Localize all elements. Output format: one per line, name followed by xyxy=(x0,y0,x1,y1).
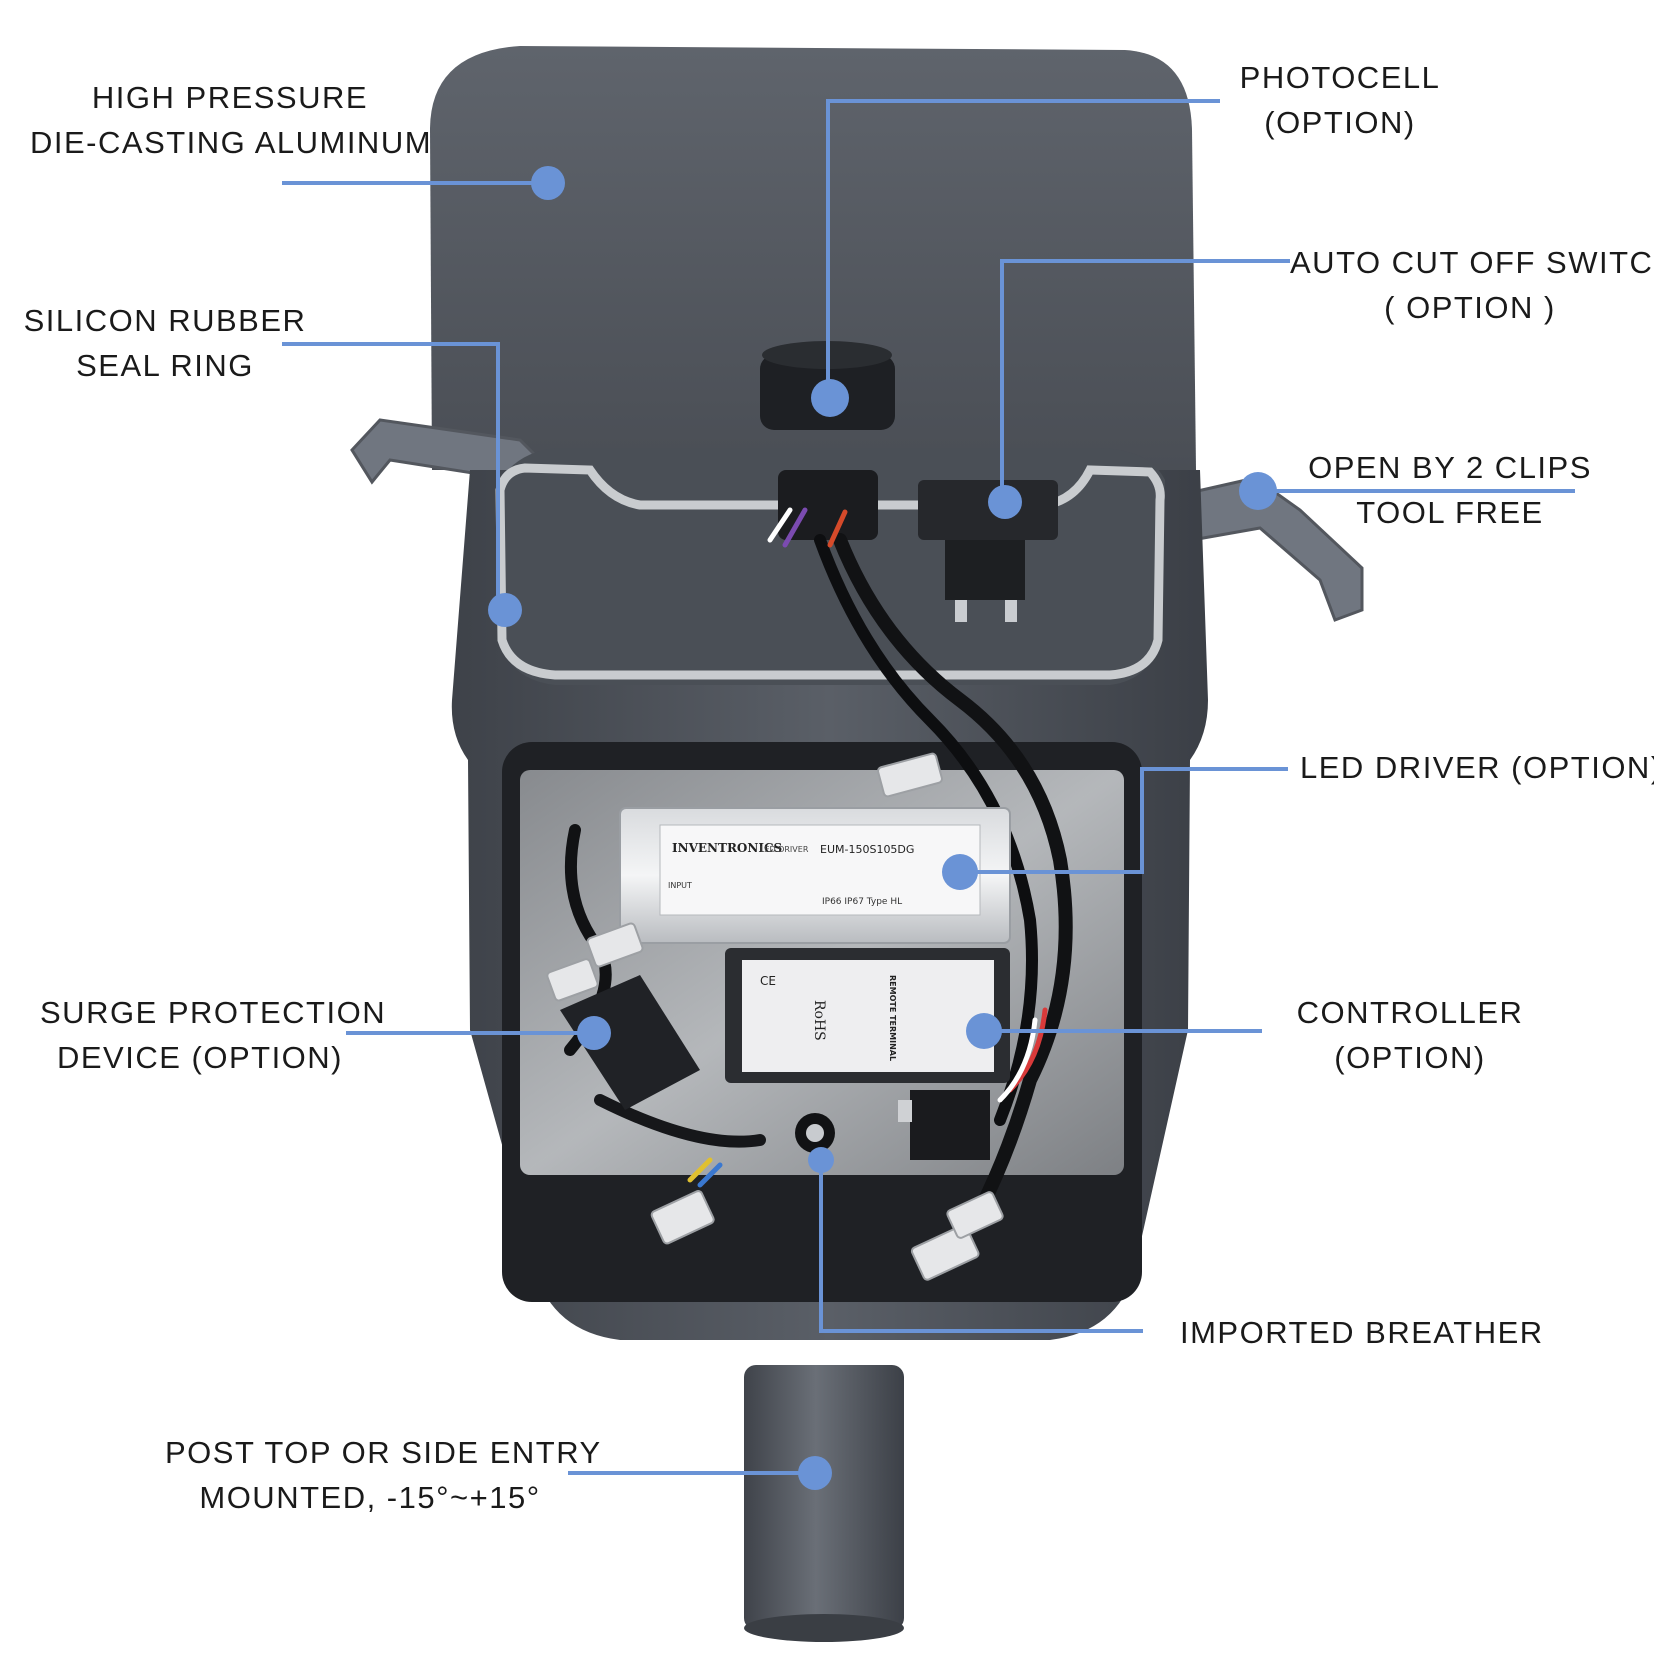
callout-photocell-line2: (OPTION) xyxy=(1264,105,1416,140)
dot-surge xyxy=(577,1016,611,1050)
controller-title-text: REMOTE TERMINAL xyxy=(888,975,897,1061)
callout-surge: SURGE PROTECTION DEVICE (OPTION) xyxy=(40,990,387,1080)
leader-photocell xyxy=(826,99,1220,398)
dot-seal-ring xyxy=(488,593,522,627)
controller-rohs-text: RoHS xyxy=(811,1000,827,1041)
driver-brand-text: INVENTRONICS xyxy=(672,841,782,855)
surge-device-part xyxy=(560,975,700,1110)
callout-clips: OPEN BY 2 CLIPS TOOL FREE xyxy=(1300,445,1600,535)
driver-input-text: INPUT xyxy=(668,881,692,890)
callout-aluminum: HIGH PRESSURE DIE-CASTING ALUMINUM xyxy=(30,75,433,165)
callout-dots xyxy=(488,166,1277,1490)
callout-mount-line1: POST TOP OR SIDE ENTRY xyxy=(165,1435,602,1470)
dot-mount xyxy=(798,1456,832,1490)
dot-photocell xyxy=(811,379,849,417)
connectors xyxy=(546,752,1004,1281)
mounting-spigot xyxy=(744,1365,904,1642)
callout-mount-line2: MOUNTED, -15°~+15° xyxy=(199,1480,541,1515)
leader-cutoff xyxy=(1000,259,1290,500)
callout-aluminum-line1: HIGH PRESSURE xyxy=(91,80,369,115)
breather-part xyxy=(795,1113,835,1153)
callout-clips-line2: TOOL FREE xyxy=(1356,495,1544,530)
callout-photocell-line1: PHOTOCELL xyxy=(1239,60,1441,95)
dot-aluminum xyxy=(531,166,565,200)
callout-surge-line1: SURGE PROTECTION xyxy=(40,995,387,1030)
led-driver-part: INVENTRONICS LED DRIVER EUM-150S105DG IN… xyxy=(619,807,1011,944)
dot-driver xyxy=(942,854,978,890)
callout-driver: LED DRIVER (OPTION) xyxy=(1300,745,1654,790)
callout-seal-ring: SILICON RUBBER SEAL RING xyxy=(20,298,310,388)
cutoff-switch-part xyxy=(918,480,1058,622)
callout-driver-line1: LED DRIVER (OPTION) xyxy=(1300,750,1654,785)
callout-mount: POST TOP OR SIDE ENTRY MOUNTED, -15°~+15… xyxy=(165,1430,602,1520)
callout-seal-ring-line2: SEAL RING xyxy=(76,348,254,383)
leader-seal-ring xyxy=(282,342,500,610)
callout-aluminum-line2: DIE-CASTING ALUMINUM xyxy=(30,125,433,160)
callout-seal-ring-line1: SILICON RUBBER xyxy=(23,303,307,338)
driver-label-text: LED DRIVER xyxy=(760,845,809,854)
controller-ce-text: CE xyxy=(760,974,776,988)
controller-part: CE REMOTE TERMINAL RoHS xyxy=(725,948,1010,1083)
driver-model-text: EUM-150S105DG xyxy=(820,843,914,856)
callout-controller: CONTROLLER (OPTION) xyxy=(1290,990,1530,1080)
top-lid xyxy=(430,46,1196,470)
leader-lines xyxy=(282,99,1575,1475)
callout-controller-line1: CONTROLLER xyxy=(1296,995,1524,1030)
callout-breather-line1: IMPORTED BREATHER xyxy=(1180,1315,1544,1350)
clip-right xyxy=(1178,476,1364,622)
callout-cutoff-line1: AUTO CUT OFF SWITCH xyxy=(1290,245,1654,280)
dot-controller xyxy=(966,1013,1002,1049)
leader-driver xyxy=(948,767,1288,874)
callout-surge-line2: DEVICE (OPTION) xyxy=(56,1040,343,1075)
dot-clips xyxy=(1239,472,1277,510)
callout-photocell: PHOTOCELL (OPTION) xyxy=(1220,55,1460,145)
callout-cutoff-line2: ( OPTION ) xyxy=(1384,290,1556,325)
driver-ip-text: IP66 IP67 Type HL xyxy=(822,897,902,907)
callout-clips-line1: OPEN BY 2 CLIPS xyxy=(1308,450,1592,485)
callout-breather: IMPORTED BREATHER xyxy=(1180,1310,1544,1355)
callout-controller-line2: (OPTION) xyxy=(1334,1040,1486,1075)
leader-breather xyxy=(819,1160,1143,1333)
terminal-block-part xyxy=(898,1090,990,1160)
dot-breather xyxy=(808,1147,834,1173)
callout-cutoff: AUTO CUT OFF SWITCH ( OPTION ) xyxy=(1290,240,1654,330)
dot-cutoff xyxy=(988,485,1022,519)
